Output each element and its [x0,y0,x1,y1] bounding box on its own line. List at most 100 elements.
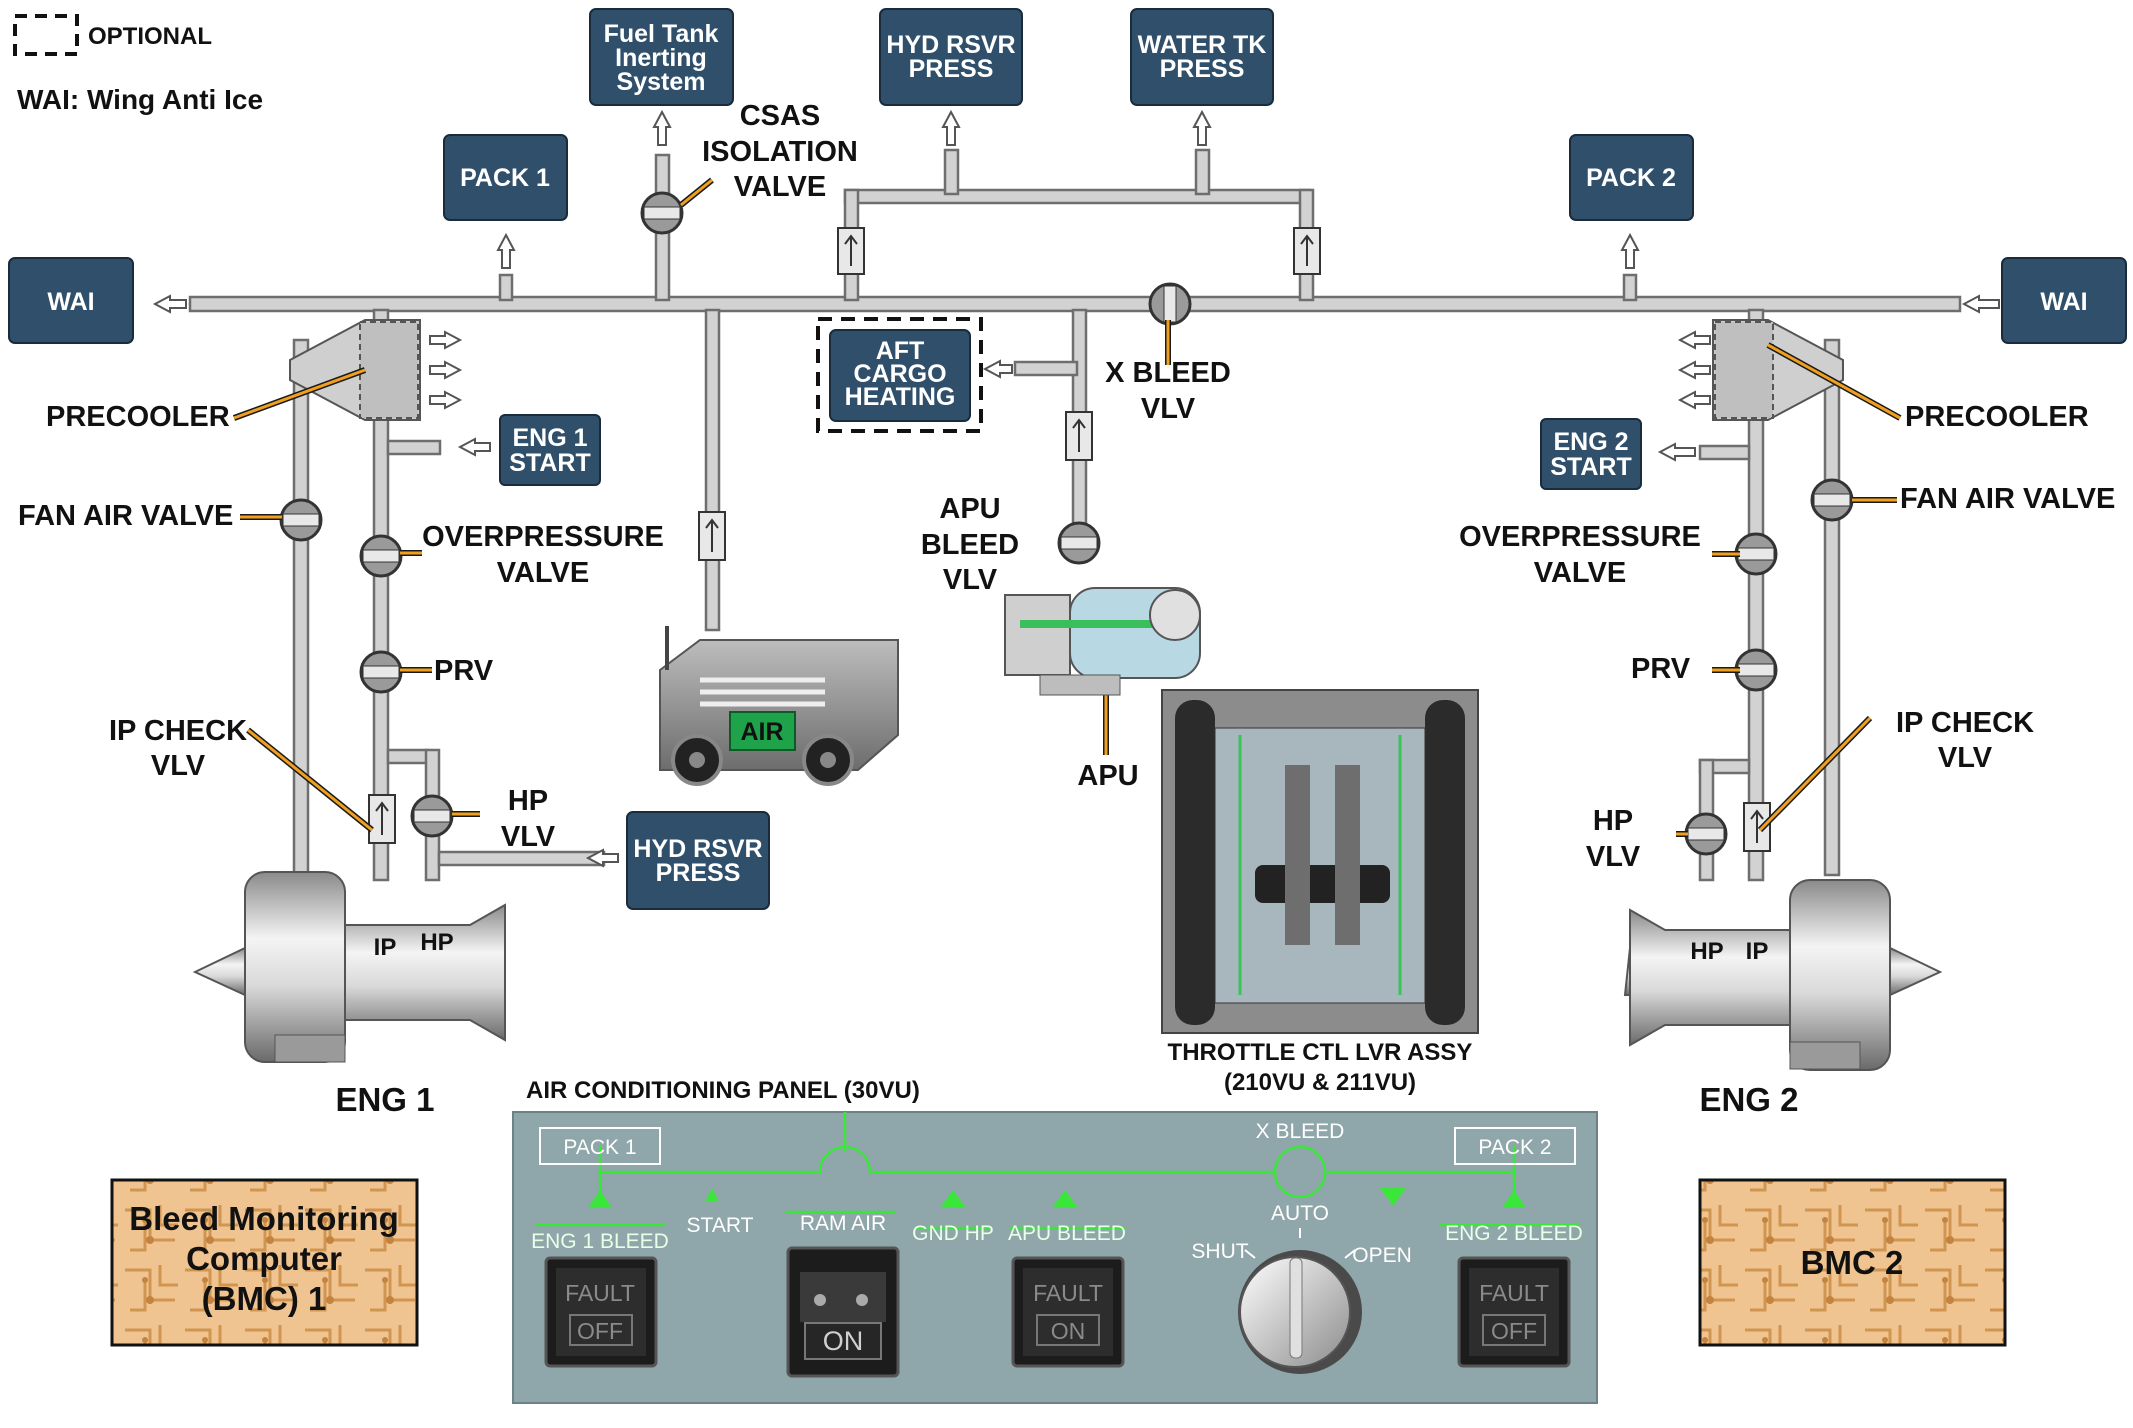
eng1-hyd-duct [437,850,606,867]
svg-text:PACK 2: PACK 2 [1586,164,1676,192]
svg-text:PACK 1: PACK 1 [563,1136,636,1159]
duct-to-pack2 [1622,273,1638,302]
svg-text:ENG 2: ENG 2 [1553,428,1628,456]
duct-to-pack1 [498,273,514,302]
overpressure-left-label-1: OVERPRESSURE [422,521,664,553]
svg-text:HYD RSVR: HYD RSVR [633,835,762,863]
knob-shut-label: SHUT [1191,1240,1248,1263]
prv-eng2 [1734,648,1778,692]
csas-label-3: VALVE [734,171,826,203]
engine-1: IP HP [192,871,507,1063]
svg-text:Inerting: Inerting [615,44,707,72]
apu-bleed-pushbutton[interactable]: FAULT ON [1011,1256,1125,1368]
eng1-off-legend: OFF [577,1318,623,1344]
csas-isolation-valve [640,191,684,235]
wai-right-box: WAI [2001,257,2127,344]
eng2-label: ENG 2 [1699,1081,1798,1118]
ram-air-pushbutton[interactable]: ON [786,1246,900,1378]
x-bleed-label-1: X BLEED [1105,357,1231,389]
precooler-left-shape [289,319,421,421]
bmc2-box: BMC 2 [1698,1178,2007,1347]
eng2-hp-label: HP [1690,938,1723,965]
overpressure-right-label-1: OVERPRESSURE [1459,521,1701,553]
fuel-tank-inerting-box: Fuel Tank Inerting System [589,8,734,106]
ram-air-on-legend: ON [823,1326,864,1356]
x-bleed-selector-knob[interactable]: AUTO SHUT OPEN [1191,1202,1412,1374]
gnd-hp-duct [704,308,721,632]
upper-distribution-duct [843,188,1312,205]
throttle-label-2: (210VU & 211VU) [1224,1069,1416,1096]
wai-left-box: WAI [8,257,134,344]
eng1-fan-duct [292,338,310,877]
hyd-rsvr-press-top-box: HYD RSVR PRESS [879,8,1023,106]
air-conditioning-panel: PACK 1 PACK 2 X BLEED ENG 1 BLEED START … [512,1111,1598,1404]
hp-valve-eng1 [410,794,454,838]
ip-check-valve-eng1 [368,794,396,844]
prv-right-label: PRV [1631,653,1691,685]
svg-text:START: START [509,449,590,477]
eng1-bleed-pushbutton[interactable]: FAULT OFF [544,1256,658,1368]
eng2-start-duct [1698,444,1751,461]
ip-check-left-label-2: VLV [151,750,206,782]
svg-text:Bleed Monitoring: Bleed Monitoring [129,1200,398,1237]
butterfly-valves [279,191,1854,856]
overpressure-left-label-2: VALVE [497,557,589,589]
panel-ram-air-label: RAM AIR [800,1212,886,1235]
prv-eng1 [359,650,403,694]
apu-label: APU [1077,760,1138,792]
eng1-start-box: ENG 1 START [499,414,601,486]
precooler-left-label: PRECOOLER [46,401,230,433]
leader-lines [232,177,1902,837]
eng2-bleed-pushbutton[interactable]: FAULT OFF [1457,1256,1571,1368]
eng2-fan-duct [1823,338,1841,877]
x-bleed-label-2: VLV [1141,393,1196,425]
check-valve-upper-right [1293,227,1321,275]
check-valve-gnd-hp [698,511,726,561]
hp-valve-eng2 [1684,812,1728,856]
svg-text:HEATING: HEATING [845,383,956,411]
eng2-ip-label: IP [1746,938,1769,965]
panel-eng1-bleed-label: ENG 1 BLEED [531,1230,669,1253]
svg-text:BMC 2: BMC 2 [1801,1244,1904,1281]
hyd-rsvr-press-low-box: HYD RSVR PRESS [626,811,770,910]
svg-text:WATER TK: WATER TK [1138,31,1267,59]
flow-arrows [152,109,2000,868]
apu-on-legend: ON [1051,1318,1086,1344]
hp-vlv-left-label-2: VLV [501,821,556,853]
water-tk-press-box: WATER TK PRESS [1130,8,1274,106]
svg-text:PACK 1: PACK 1 [460,164,550,192]
aft-cargo-duct [1013,360,1079,377]
svg-text:Fuel Tank: Fuel Tank [604,20,719,48]
svg-text:Computer: Computer [186,1240,342,1277]
legend: OPTIONAL WAI: Wing Anti Ice [13,14,263,115]
apu-unit [1004,587,1201,696]
svg-text:START: START [1550,453,1631,481]
overpressure-valve-eng2 [1734,532,1778,576]
optional-legend-label: OPTIONAL [88,23,212,50]
leader-highlights [233,178,1901,836]
apu-bleed-label-1: APU [939,493,1000,525]
eng1-ip-label: IP [374,934,397,961]
prv-left-label: PRV [434,655,494,687]
eng2-off-legend: OFF [1491,1318,1537,1344]
engine-2: HP IP [1623,879,1943,1071]
x-bleed-synoptic-circle [1273,1145,1327,1199]
eng1-main-duct [372,308,390,882]
svg-text:PACK 2: PACK 2 [1478,1136,1551,1159]
x-bleed-valve [1148,282,1192,326]
apu-bleed-valve [1057,521,1101,565]
svg-text:ENG 1: ENG 1 [512,424,587,452]
system-boxes: Fuel Tank Inerting System HYD RSVR PRESS… [8,8,2127,910]
svg-text:PRESS: PRESS [1160,55,1245,83]
svg-text:HYD RSVR: HYD RSVR [886,31,1015,59]
hp-vlv-right-label-2: VLV [1586,841,1641,873]
fan-air-valve-left-label: FAN AIR VALVE [18,500,233,532]
duct-to-water-tk [1194,148,1211,196]
eng1-hp-link [386,748,430,765]
fan-air-valve-right-label: FAN AIR VALVE [1900,483,2115,515]
svg-text:WAI: WAI [2040,288,2087,316]
wai-note: WAI: Wing Anti Ice [17,84,263,115]
eng2-main-duct [1747,308,1765,882]
